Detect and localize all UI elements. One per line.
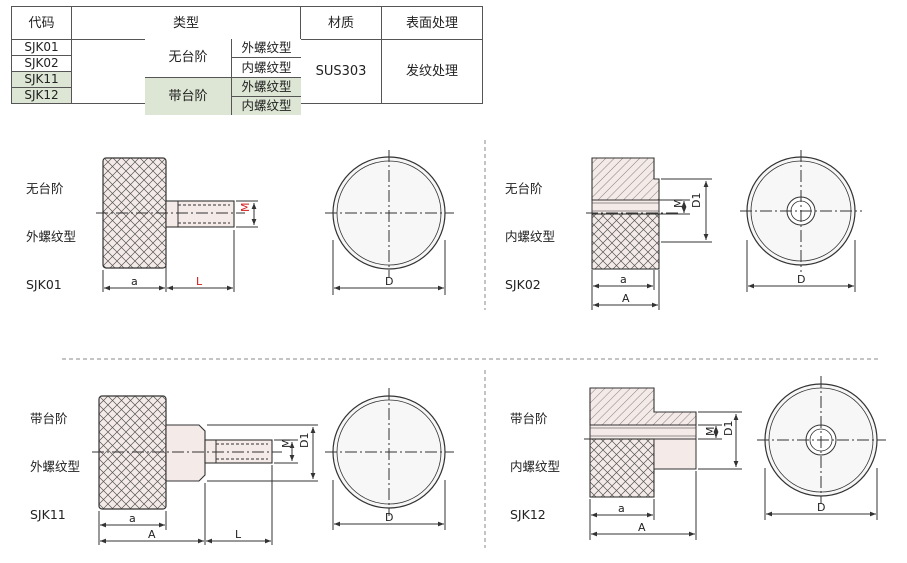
dim-A-label: A bbox=[622, 292, 630, 305]
dim-m-label: M bbox=[239, 203, 252, 213]
step-none-cell: 无台阶 bbox=[145, 39, 232, 78]
code-cell: SJK12 bbox=[11, 87, 72, 104]
thread-cell: 内螺纹型 bbox=[232, 97, 301, 115]
sjk11-side-view: M D1 a A L bbox=[92, 395, 318, 545]
dim-d-label: D bbox=[385, 511, 393, 524]
sjk02-front-view: D bbox=[740, 150, 862, 292]
dim-d1-label: D1 bbox=[722, 421, 735, 436]
dim-l-label: L bbox=[235, 528, 242, 541]
dim-m-label: M bbox=[704, 427, 717, 437]
dim-d-label: D bbox=[817, 501, 825, 514]
sjk02-side-view: M D1 a A bbox=[586, 157, 712, 310]
code-cell: SJK11 bbox=[11, 71, 72, 88]
sjk12-side-view: M D1 a A bbox=[584, 387, 742, 540]
figure-label-sjk12: 带台阶 内螺纹型 SJK12 bbox=[510, 411, 561, 522]
dim-A-label: A bbox=[148, 528, 156, 541]
thread-cell: 外螺纹型 bbox=[232, 78, 301, 97]
sjk01-side-view: M a L bbox=[96, 157, 258, 292]
dim-d-label: D bbox=[797, 273, 805, 286]
figure-label-sjk01: 无台阶 外螺纹型 SJK01 bbox=[26, 181, 77, 292]
thread-cell: 内螺纹型 bbox=[232, 58, 301, 78]
dim-A-label: A bbox=[638, 521, 646, 534]
dim-m-label: M bbox=[672, 199, 685, 209]
figure-label-sjk02: 无台阶 内螺纹型 SJK02 bbox=[505, 181, 556, 292]
code-cell: SJK02 bbox=[11, 55, 72, 72]
dim-a-label: a bbox=[620, 273, 627, 286]
dim-d1-label: D1 bbox=[690, 193, 703, 208]
header-surface: 表面处理 bbox=[381, 6, 483, 40]
dim-d-label: D bbox=[385, 275, 393, 288]
header-code: 代码 bbox=[11, 6, 72, 40]
sjk12-front-view: D bbox=[757, 376, 886, 520]
step-with-cell: 带台阶 bbox=[145, 78, 232, 115]
thread-cell: 外螺纹型 bbox=[232, 39, 301, 58]
dim-d1-label: D1 bbox=[298, 433, 311, 448]
sjk01-front-view: D bbox=[325, 150, 454, 295]
dim-a-label: a bbox=[131, 275, 138, 288]
dim-m-label: M bbox=[280, 439, 293, 449]
surface-cell: 发纹处理 bbox=[381, 39, 483, 104]
code-cell: SJK01 bbox=[11, 39, 72, 56]
sjk11-front-view: D bbox=[325, 388, 454, 530]
material-cell: SUS303 bbox=[300, 39, 382, 104]
dim-l-label: L bbox=[196, 275, 203, 288]
figure-label-sjk11: 带台阶 外螺纹型 SJK11 bbox=[30, 411, 81, 522]
type-subgrid: 无台阶 带台阶 外螺纹型 内螺纹型 外螺纹型 内螺纹型 bbox=[145, 39, 301, 115]
dim-a-label: a bbox=[618, 502, 625, 515]
dim-a-label: a bbox=[129, 512, 136, 525]
